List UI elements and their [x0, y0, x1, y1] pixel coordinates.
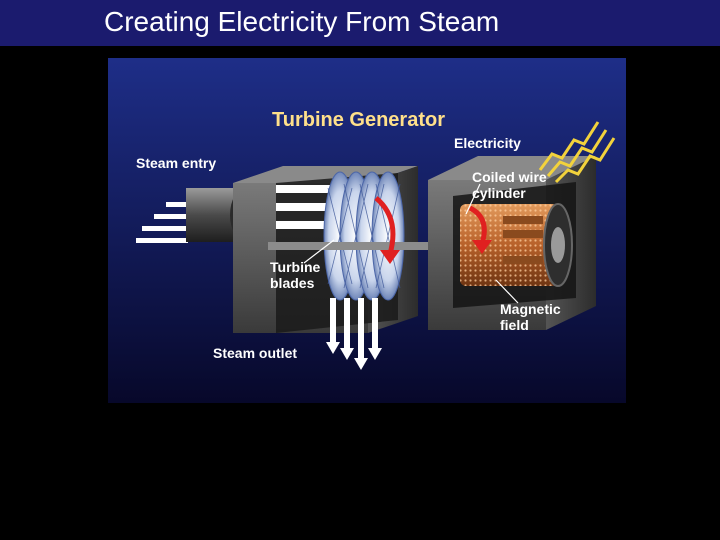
diagram-heading: Turbine Generator — [272, 109, 445, 131]
title-bar — [0, 0, 720, 46]
turbine-blades-label-line2: blades — [270, 275, 315, 291]
electricity-bolts — [538, 121, 616, 184]
coiled-wire-label-line1: Coiled wire — [472, 169, 547, 185]
coiled-wire-label-line2: cylinder — [472, 185, 526, 201]
generator-rotation-arrowhead — [472, 240, 492, 254]
electricity-label: Electricity — [454, 135, 521, 151]
steam-outlet-arrows — [326, 298, 382, 370]
turbine-rotation-arrow — [374, 196, 396, 255]
magnetic-field-label-line2: field — [500, 317, 529, 333]
diagram-illustration: Turbine Generator — [108, 58, 626, 403]
slide-title: Creating Electricity From Steam — [104, 6, 500, 37]
generator-rotation-arrow — [468, 205, 487, 245]
turbine-blades-label-line1: Turbine — [270, 259, 321, 275]
leader-lines — [303, 183, 519, 304]
steam-outlet-label: Steam outlet — [213, 345, 297, 361]
steam-entry-label: Steam entry — [136, 155, 216, 171]
turbine-shaft — [268, 242, 458, 250]
turbine-generator-diagram: Turbine Generator — [108, 58, 626, 403]
turbine-rotation-arrowhead — [380, 250, 400, 264]
steam-flow-arrows — [276, 179, 356, 235]
steam-entry-arrows — [136, 202, 188, 243]
magnetic-field-label-line1: Magnetic — [500, 301, 561, 317]
